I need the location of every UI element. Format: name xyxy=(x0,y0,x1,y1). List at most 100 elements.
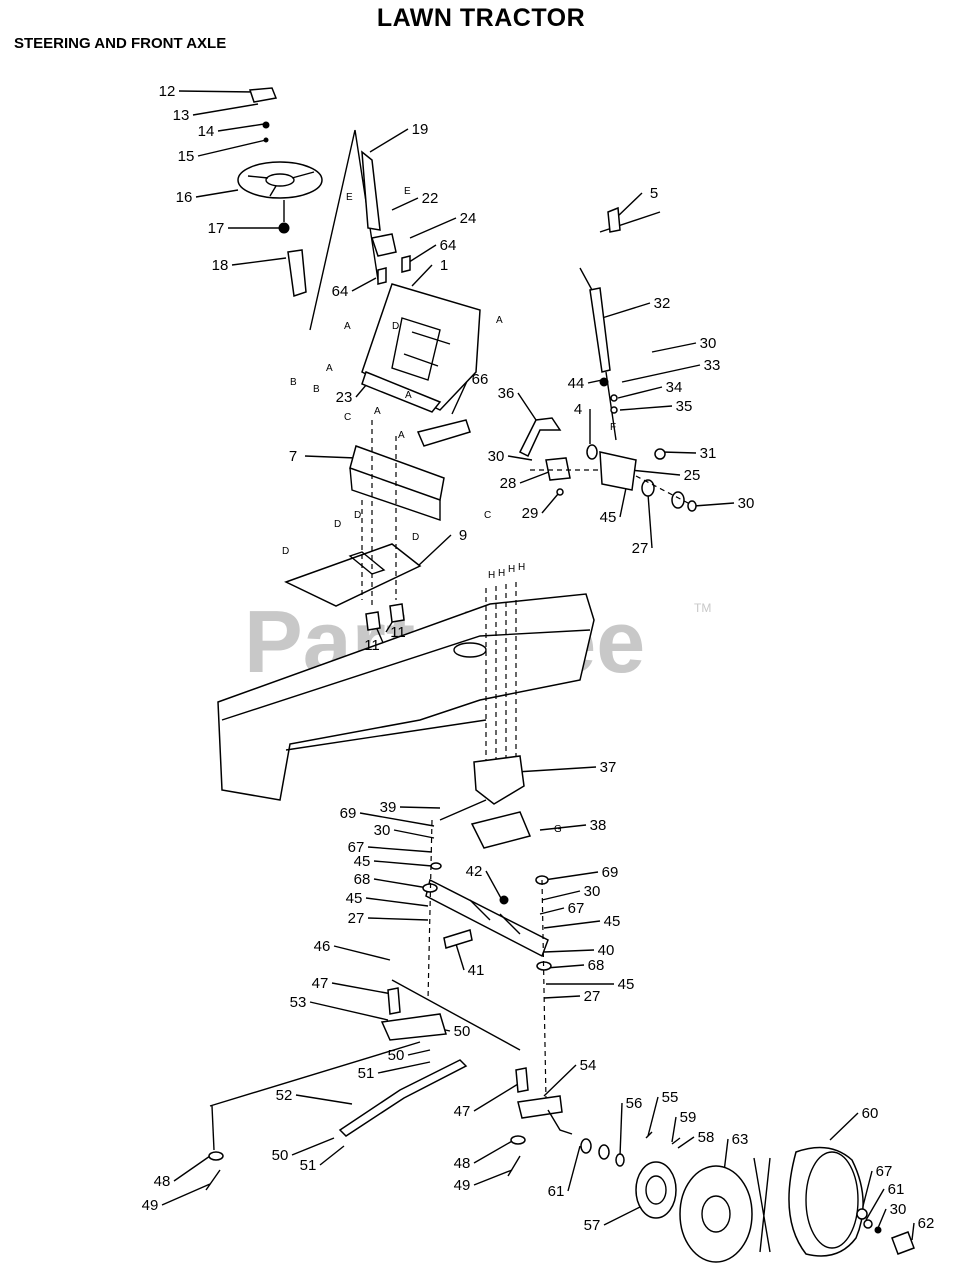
callout-5[interactable]: 5 xyxy=(650,185,658,202)
callout-61[interactable]: 61 xyxy=(888,1181,905,1198)
callout-46[interactable]: 46 xyxy=(314,938,331,955)
callout-14[interactable]: 14 xyxy=(198,123,215,140)
callout-18[interactable]: 18 xyxy=(212,257,229,274)
lever-32[interactable] xyxy=(589,287,611,373)
bolt-49-right[interactable] xyxy=(507,1155,521,1177)
link-36[interactable] xyxy=(518,417,562,458)
steering-cap-12[interactable] xyxy=(248,87,278,103)
drag-link-46[interactable] xyxy=(391,979,521,1051)
callout-28[interactable]: 28 xyxy=(500,475,517,492)
callout-67[interactable]: 67 xyxy=(876,1163,893,1180)
washer-61-wheel[interactable] xyxy=(863,1219,873,1229)
callout-30[interactable]: 30 xyxy=(700,335,717,352)
washer-45-top[interactable] xyxy=(430,862,442,870)
callout-45[interactable]: 45 xyxy=(346,890,363,907)
bushing-56[interactable] xyxy=(615,1153,625,1167)
clip-64-b[interactable] xyxy=(401,255,411,273)
callout-31[interactable]: 31 xyxy=(700,445,717,462)
callout-62[interactable]: 62 xyxy=(918,1215,935,1232)
rim-63[interactable] xyxy=(679,1165,753,1263)
callout-15[interactable]: 15 xyxy=(178,148,195,165)
callout-63[interactable]: 63 xyxy=(732,1131,749,1148)
callout-24[interactable]: 24 xyxy=(460,210,477,227)
callout-39[interactable]: 39 xyxy=(380,799,397,816)
clip-11-a[interactable] xyxy=(365,611,381,631)
washer-61-a[interactable] xyxy=(580,1138,592,1154)
callout-58[interactable]: 58 xyxy=(698,1129,715,1146)
callout-51[interactable]: 51 xyxy=(358,1065,375,1082)
steering-bracket-19[interactable] xyxy=(361,150,381,231)
callout-30[interactable]: 30 xyxy=(890,1201,907,1218)
clip-11-b[interactable] xyxy=(389,603,405,623)
washer-48-left[interactable] xyxy=(208,1151,224,1161)
callout-50[interactable]: 50 xyxy=(454,1023,471,1040)
callout-61[interactable]: 61 xyxy=(548,1183,565,1200)
callout-54[interactable]: 54 xyxy=(580,1057,597,1074)
plate-9[interactable] xyxy=(284,543,422,607)
callout-11[interactable]: 11 xyxy=(364,637,380,654)
callout-30[interactable]: 30 xyxy=(738,495,755,512)
steering-wheel-16[interactable] xyxy=(237,161,323,199)
steering-nut-14[interactable] xyxy=(262,121,270,129)
tire-60[interactable] xyxy=(788,1146,864,1257)
callout-30[interactable]: 30 xyxy=(374,822,391,839)
callout-50[interactable]: 50 xyxy=(388,1047,405,1064)
block-28[interactable] xyxy=(545,457,571,481)
callout-33[interactable]: 33 xyxy=(704,357,721,374)
nut-30-wheel[interactable] xyxy=(874,1226,882,1234)
dash-panel-1[interactable] xyxy=(361,283,481,411)
callout-49[interactable]: 49 xyxy=(454,1177,471,1194)
callout-47[interactable]: 47 xyxy=(454,1103,471,1120)
support-clip-22[interactable] xyxy=(371,233,397,257)
callout-47[interactable]: 47 xyxy=(312,975,329,992)
callout-45[interactable]: 45 xyxy=(618,976,635,993)
callout-30[interactable]: 30 xyxy=(488,448,505,465)
frame-rail[interactable] xyxy=(217,593,595,801)
steering-washer-15[interactable] xyxy=(263,137,269,143)
sector-53[interactable] xyxy=(380,1013,447,1041)
callout-12[interactable]: 12 xyxy=(159,83,176,100)
callout-41[interactable]: 41 xyxy=(468,962,485,979)
callout-67[interactable]: 67 xyxy=(348,839,365,856)
callout-69[interactable]: 69 xyxy=(340,805,357,822)
callout-25[interactable]: 25 xyxy=(684,467,701,484)
bracket-25[interactable] xyxy=(599,451,637,491)
spindle-47-right[interactable] xyxy=(515,1067,529,1093)
washer-48-right[interactable] xyxy=(510,1135,526,1145)
plate-66[interactable] xyxy=(416,419,471,447)
callout-9[interactable]: 9 xyxy=(459,527,467,544)
bearing-57[interactable] xyxy=(635,1161,677,1219)
callout-67[interactable]: 67 xyxy=(568,900,585,917)
washer-27-a[interactable] xyxy=(641,479,655,497)
callout-45[interactable]: 45 xyxy=(604,913,621,930)
callout-66[interactable]: 66 xyxy=(472,371,489,388)
washer-27-b[interactable] xyxy=(671,491,685,509)
callout-19[interactable]: 19 xyxy=(412,121,429,138)
callout-34[interactable]: 34 xyxy=(666,379,683,396)
cap-62[interactable] xyxy=(891,1231,915,1255)
pivot-bolt-41[interactable] xyxy=(443,929,473,949)
dash-base-23[interactable] xyxy=(361,371,442,413)
spindle-54[interactable] xyxy=(517,1095,563,1119)
callout-27[interactable]: 27 xyxy=(632,540,649,557)
callout-37[interactable]: 37 xyxy=(600,759,617,776)
callout-13[interactable]: 13 xyxy=(173,107,190,124)
callout-1[interactable]: 1 xyxy=(440,257,448,274)
clip-64-a[interactable] xyxy=(377,267,387,285)
callout-68[interactable]: 68 xyxy=(588,957,605,974)
callout-45[interactable]: 45 xyxy=(600,509,617,526)
callout-27[interactable]: 27 xyxy=(348,910,365,927)
callout-51[interactable]: 51 xyxy=(300,1157,317,1174)
callout-68[interactable]: 68 xyxy=(354,871,371,888)
callout-60[interactable]: 60 xyxy=(862,1105,879,1122)
washer-34[interactable] xyxy=(610,394,618,402)
callout-38[interactable]: 38 xyxy=(590,817,607,834)
callout-64[interactable]: 64 xyxy=(440,237,457,254)
callout-36[interactable]: 36 xyxy=(498,385,515,402)
callout-45[interactable]: 45 xyxy=(354,853,371,870)
bolt-39[interactable] xyxy=(439,799,487,821)
nut-31[interactable] xyxy=(654,448,666,460)
bolt-49-left[interactable] xyxy=(205,1169,221,1191)
nut-30[interactable] xyxy=(687,500,697,512)
callout-52[interactable]: 52 xyxy=(276,1087,293,1104)
